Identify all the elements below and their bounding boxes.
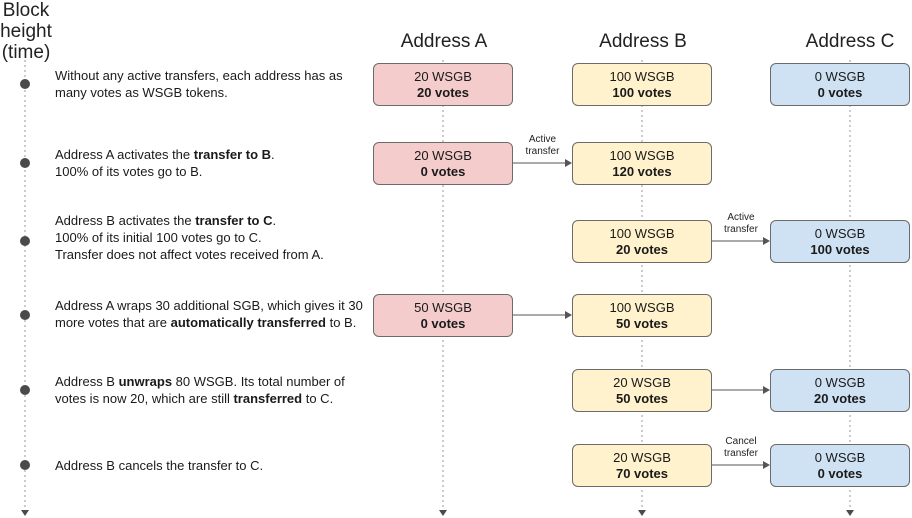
description-text: 80 WSGB. Its total number of votes is no… xyxy=(55,374,345,406)
arrow-label-line: Active xyxy=(528,134,557,145)
transfer-arrowhead xyxy=(565,311,572,319)
vote-count: 20 votes xyxy=(813,390,867,406)
vote-count: 100 votes xyxy=(810,241,870,257)
description-text: Transfer does not affect votes received … xyxy=(55,247,324,262)
arrow-label-line: transfer xyxy=(525,146,560,157)
description-text: to C. xyxy=(302,391,334,406)
emphasis-text: transfer to C xyxy=(195,213,273,228)
arrow-label-line: Cancel xyxy=(725,436,757,447)
description-text: Address B cancels the transfer to C. xyxy=(55,458,264,473)
column-header-address-b: Address B xyxy=(599,31,687,52)
description-text: Without any active transfers, each addre… xyxy=(55,68,343,100)
column-header-address-c: Address C xyxy=(805,31,895,52)
step-description: Address A wraps 30 additional SGB, which… xyxy=(55,297,365,331)
vote-count: 100 votes xyxy=(612,84,672,100)
emphasis-text: unwraps xyxy=(118,374,173,389)
vote-count: 50 votes xyxy=(615,390,669,406)
arrow-label-line: Active xyxy=(727,212,755,223)
step-description: Address B activates the transfer to C. 10… xyxy=(55,212,365,263)
timeline-dot xyxy=(20,385,30,395)
vote-count: 50 votes xyxy=(615,315,669,331)
axis-title-line: height xyxy=(0,21,52,42)
timeline-dot xyxy=(20,460,30,470)
vote-count: 20 votes xyxy=(416,84,470,100)
vote-count: 120 votes xyxy=(612,163,672,179)
axis-title-line: Block xyxy=(2,0,50,21)
column-arrowhead-b xyxy=(638,510,646,516)
timeline-dot xyxy=(20,158,30,168)
wsgb-amount: 0 WSGB xyxy=(814,374,866,390)
transfer-arrowhead xyxy=(763,237,770,245)
description-text: to B. xyxy=(325,315,357,330)
wsgb-amount: 20 WSGB xyxy=(414,68,472,84)
vote-count: 0 votes xyxy=(817,84,863,100)
description-text: 100% of its votes go to B. xyxy=(55,164,203,179)
description-text: 100% of its initial 100 votes go to C. xyxy=(55,230,262,245)
vote-count: 0 votes xyxy=(817,465,863,481)
timeline-arrowhead xyxy=(21,510,29,516)
arrow-label-line: transfer xyxy=(724,448,758,459)
wsgb-amount: 0 WSGB xyxy=(814,225,866,241)
timeline-dot xyxy=(20,236,30,246)
emphasis-text: transfer to B xyxy=(193,147,272,162)
transfer-arrowhead xyxy=(763,386,770,394)
timeline-dot xyxy=(20,310,30,320)
step-description: Address A activates the transfer to B. 10… xyxy=(55,146,365,180)
wsgb-amount: 100 WSGB xyxy=(609,225,675,241)
description-text: Address A activates the xyxy=(55,147,194,162)
vote-count: 0 votes xyxy=(420,163,466,179)
time-axis-title: Block height (time) xyxy=(0,0,52,63)
wsgb-amount: 0 WSGB xyxy=(814,68,866,84)
arrow-label-line: transfer xyxy=(724,224,758,235)
timeline-dot xyxy=(20,79,30,89)
step-description: Without any active transfers, each addre… xyxy=(55,67,365,101)
wsgb-amount: 20 WSGB xyxy=(613,449,671,465)
emphasis-text: automatically transferred xyxy=(170,315,326,330)
step-description: Address B unwraps 80 WSGB. Its total num… xyxy=(55,373,365,407)
description-text: Address B xyxy=(55,374,119,389)
wsgb-amount: 20 WSGB xyxy=(613,374,671,390)
description-text: Address B activates the xyxy=(55,213,196,228)
axis-title-line: (time) xyxy=(1,42,51,63)
wsgb-amount: 20 WSGB xyxy=(414,147,472,163)
description-text: . xyxy=(271,147,275,162)
description-text: . xyxy=(272,213,277,228)
wsgb-amount: 100 WSGB xyxy=(609,147,675,163)
description-text: Address A wraps 30 additional SGB, which… xyxy=(55,298,363,330)
transfer-arrowhead xyxy=(565,159,572,167)
wsgb-amount: 50 WSGB xyxy=(414,299,472,315)
emphasis-text: transferred xyxy=(233,391,303,406)
wsgb-amount: 100 WSGB xyxy=(609,299,675,315)
wsgb-amount: 100 WSGB xyxy=(609,68,675,84)
wsgb-amount: 0 WSGB xyxy=(814,449,866,465)
column-arrowhead-c xyxy=(846,510,854,516)
vote-count: 70 votes xyxy=(615,465,669,481)
column-arrowhead-a xyxy=(439,510,447,516)
vote-count: 0 votes xyxy=(420,315,466,331)
vote-count: 20 votes xyxy=(615,241,669,257)
column-header-address-a: Address A xyxy=(400,31,488,52)
transfer-arrowhead xyxy=(763,461,770,469)
step-description: Address B cancels the transfer to C. xyxy=(55,457,365,474)
